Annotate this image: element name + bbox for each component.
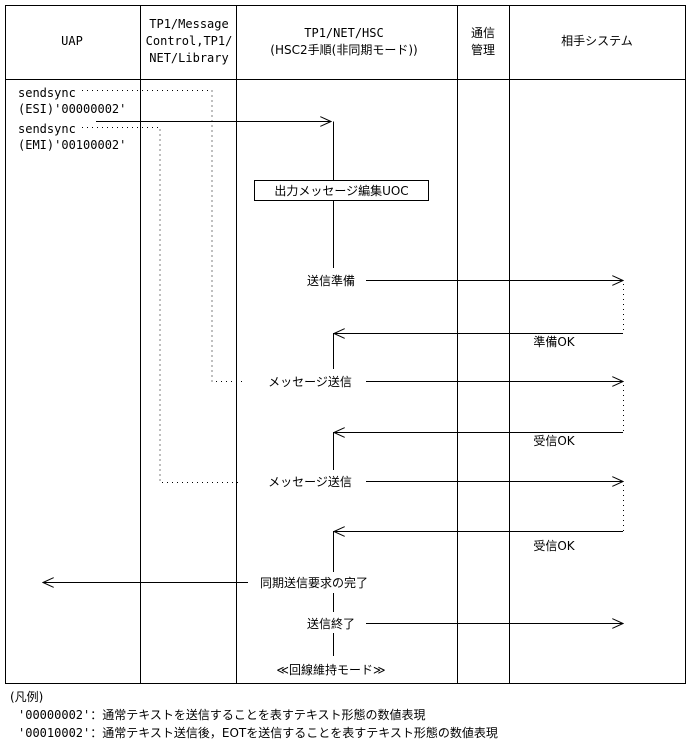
- header-remote: 相手システム: [561, 34, 633, 48]
- msg-send-1-label: メッセージ送信: [268, 374, 352, 389]
- sequence-diagram: UAP TP1/Message Control,TP1/ NET/Library…: [5, 5, 686, 684]
- legend-item-2-code: '00010002': [18, 726, 91, 740]
- send-end-label: 送信終了: [307, 616, 355, 631]
- recv-ok-2-label: 受信OK: [533, 539, 575, 553]
- label-backing: [256, 574, 372, 591]
- legend-item-2-text: ：通常テキスト送信後，EOTを送信することを表すテキスト形態の数値表現: [90, 726, 498, 740]
- prep-send-label: 送信準備: [307, 273, 355, 288]
- prep-ok-label: 準備OK: [533, 334, 575, 349]
- header-hsc-line1: TP1/NET/HSC: [304, 26, 383, 40]
- keep-mode-label: ≪回線維持モード≫: [276, 662, 385, 677]
- uoc-box: [254, 180, 429, 201]
- header-comm-line2: 管理: [471, 42, 495, 57]
- recv-ok-1-label: 受信OK: [533, 434, 575, 448]
- call1-name: sendsync: [18, 86, 76, 100]
- dotted-flow-call2: [82, 127, 242, 483]
- dotted-flow-call1: [82, 90, 242, 382]
- msg-send-2-label: メッセージ送信: [268, 474, 352, 489]
- sync-done-label: 同期送信要求の完了: [260, 575, 368, 590]
- header-uap: UAP: [61, 34, 83, 48]
- label-backing: [273, 661, 389, 678]
- header-hsc-line2: (HSC2手順(非同期モード)): [270, 43, 417, 57]
- legend-item-1: '00000002'：通常テキストを送信することを表すテキスト形態の数値表現: [10, 706, 498, 724]
- label-backing: [303, 272, 359, 289]
- legend-item-2: '00010002'：通常テキスト送信後，EOTを送信することを表すテキスト形態…: [10, 724, 498, 742]
- legend-item-1-text: ：通常テキストを送信することを表すテキスト形態の数値表現: [90, 708, 426, 722]
- header-comm-line1: 通信: [471, 26, 495, 40]
- legend: (凡例) '00000002'：通常テキストを送信することを表すテキスト形態の数…: [10, 688, 498, 742]
- diagram-frame: [5, 5, 686, 684]
- header-library-line2: Control,TP1/: [146, 34, 233, 48]
- uoc-box-label: 出力メッセージ編集UOC: [274, 183, 408, 198]
- header-library-line1: TP1/Message: [149, 17, 228, 31]
- legend-title: (凡例): [10, 690, 44, 704]
- call2-arg: (EMI)'00100002': [18, 138, 126, 152]
- label-backing: [303, 615, 359, 632]
- header-library-line3: NET/Library: [149, 51, 228, 65]
- call2-name: sendsync: [18, 122, 76, 136]
- call1-arg: (ESI)'00000002': [18, 102, 126, 116]
- legend-item-1-code: '00000002': [18, 708, 91, 722]
